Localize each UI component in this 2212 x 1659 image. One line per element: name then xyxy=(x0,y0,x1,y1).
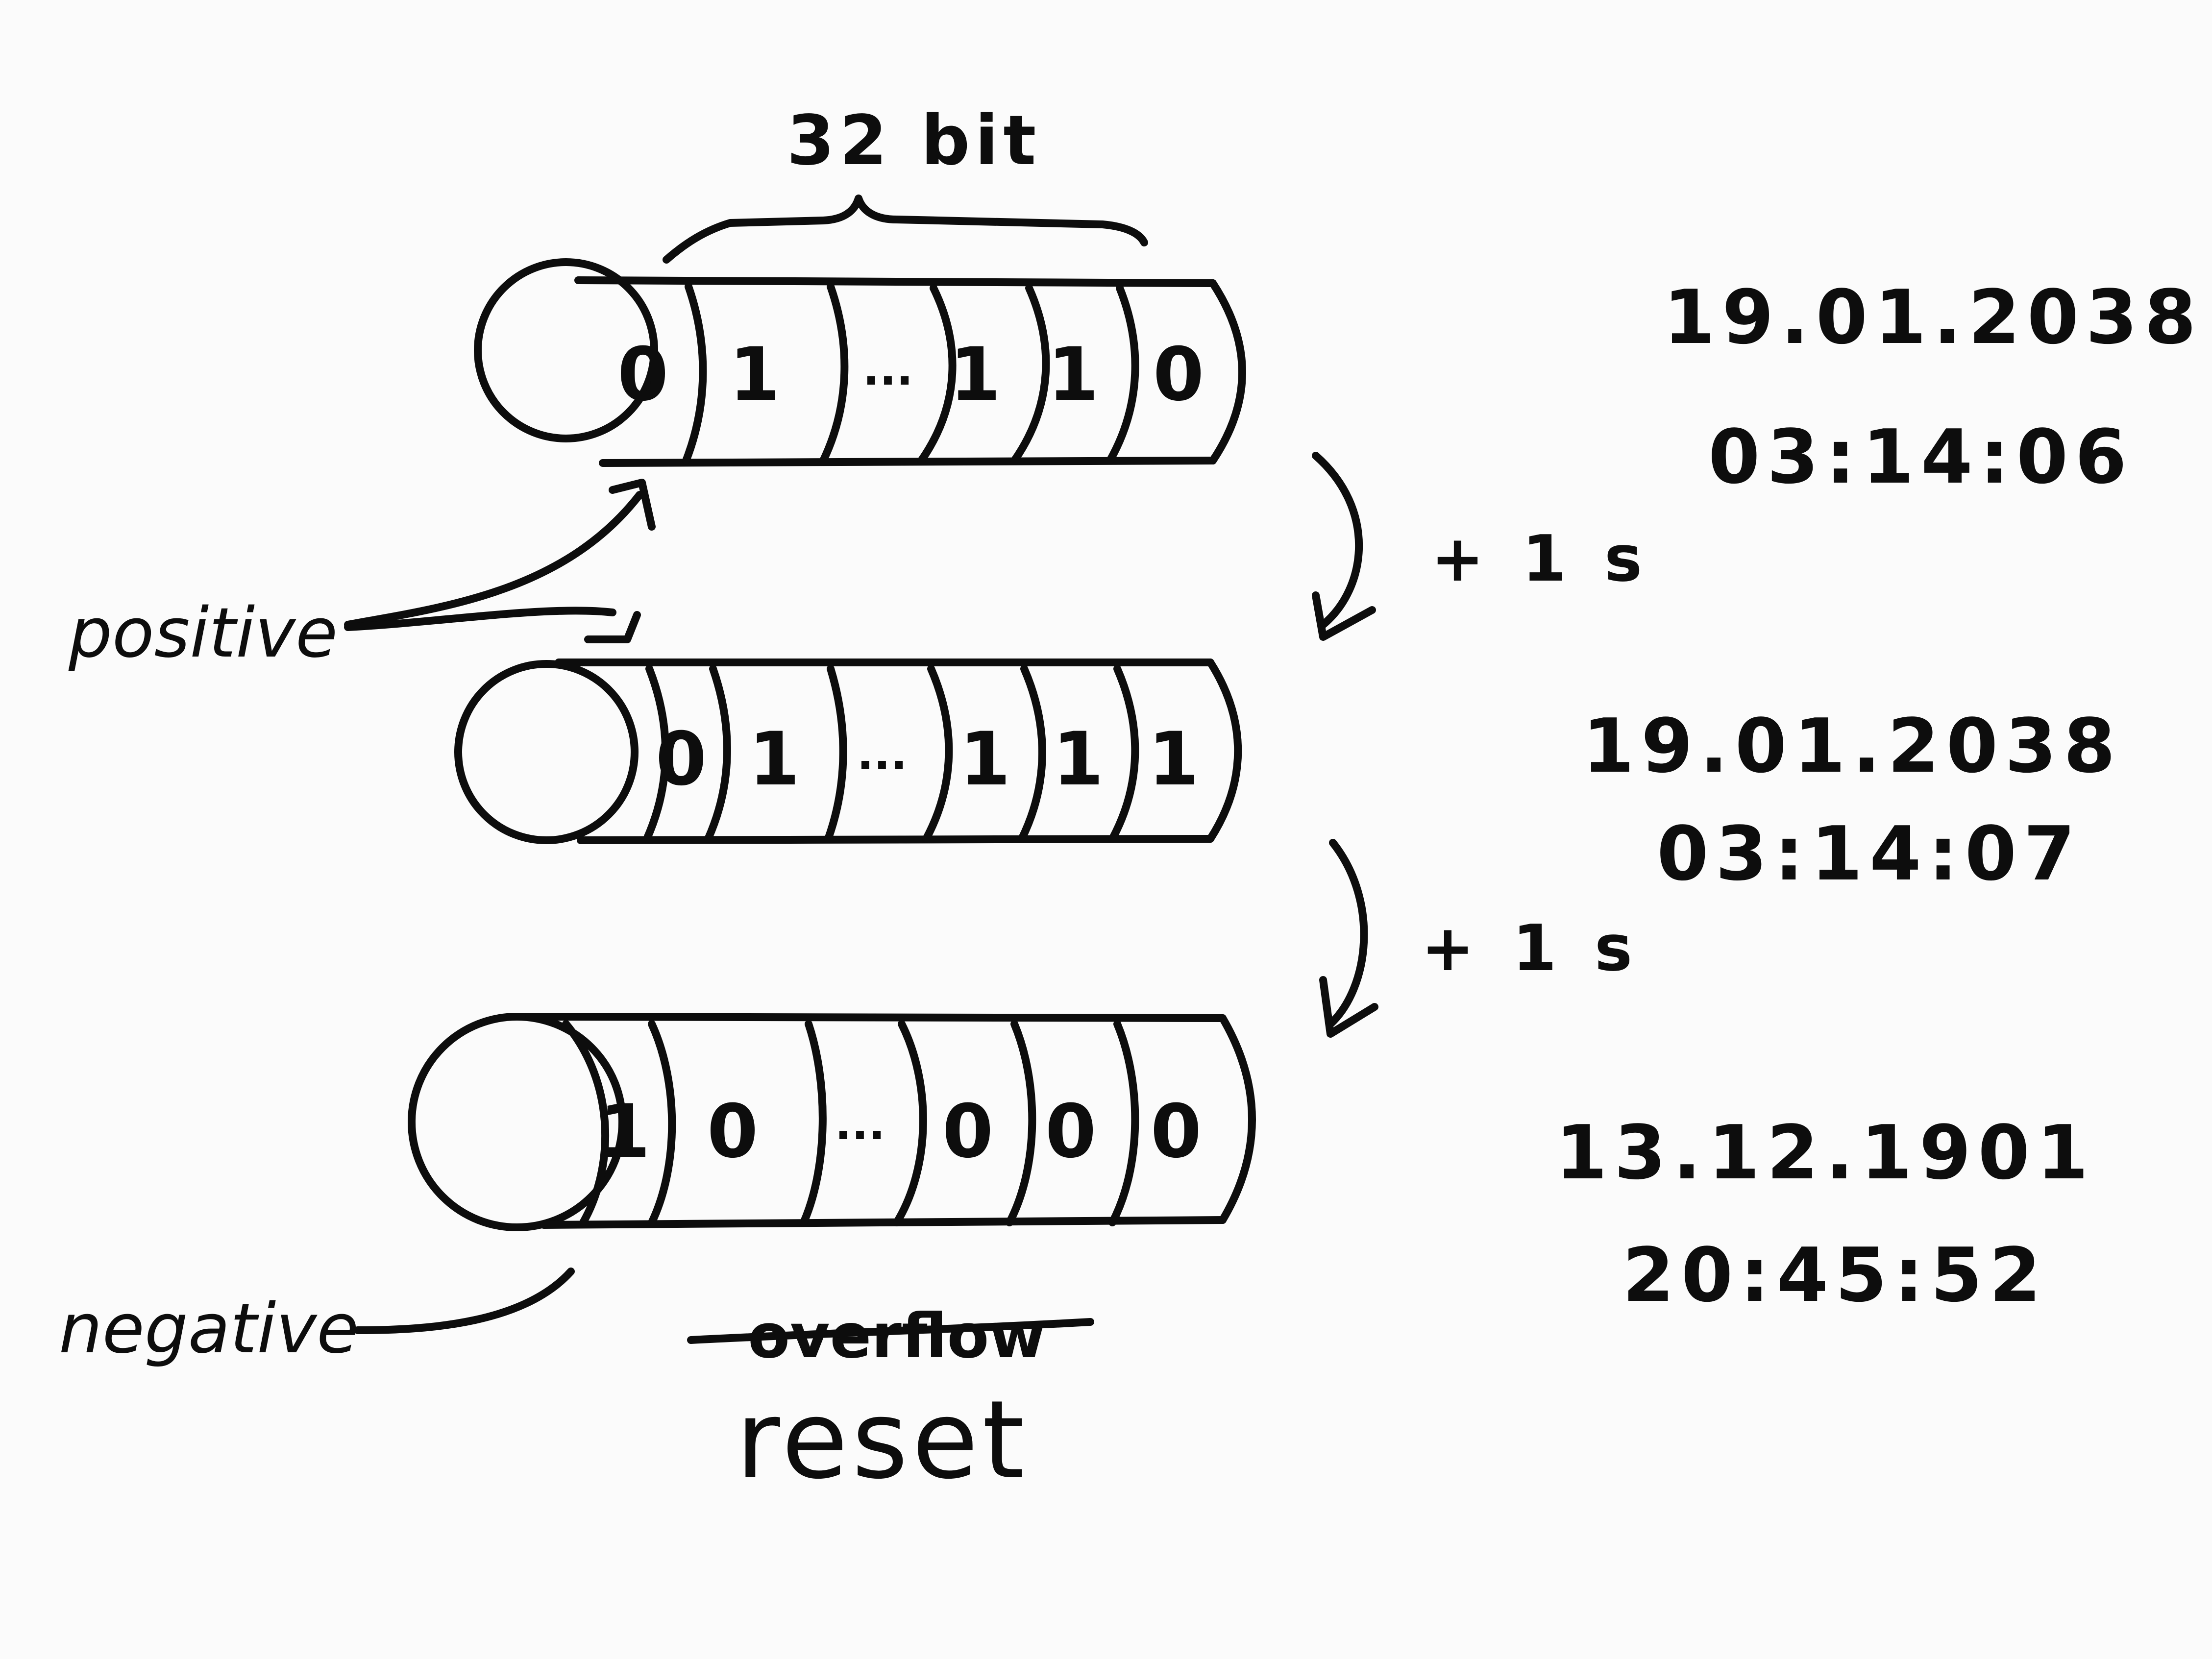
step-arrow-2 xyxy=(1319,839,1378,1038)
positive-label: positive xyxy=(68,593,338,673)
bit-cell: 1 xyxy=(950,332,1001,417)
bit-cell: 1 xyxy=(749,717,800,802)
time-stamp: 03:14:07 xyxy=(1657,810,2082,897)
bit-cell: 0 xyxy=(617,332,668,417)
bit-cell: 1 xyxy=(729,332,780,417)
bit-cell: 0 xyxy=(1153,332,1204,417)
bit-width-label: 32 bit xyxy=(787,101,1041,181)
step-arrow-1 xyxy=(1312,452,1376,641)
bit-ellipsis: ... xyxy=(835,1098,885,1150)
time-stamp: 20:45:52 xyxy=(1622,1232,2048,1318)
register-bottom: 1 0 ... 0 0 0 xyxy=(408,1013,1256,1231)
register-top: 0 1 ... 1 1 0 xyxy=(474,258,1246,467)
register-middle: 0 1 ... 1 1 1 xyxy=(454,659,1242,844)
step-label: + 1 s xyxy=(1421,911,1640,985)
bit-ellipsis: ... xyxy=(863,344,913,395)
negative-connector xyxy=(354,1268,575,1334)
time-stamp: 03:14:06 xyxy=(1708,414,2134,500)
bit-width-brace xyxy=(663,195,1148,264)
bit-cell: 1 xyxy=(1053,717,1104,802)
bit-cell: 1 xyxy=(599,1089,650,1174)
bit-cell: 0 xyxy=(656,717,707,802)
bit-cell: 0 xyxy=(707,1089,758,1174)
date-stamp: 13.12.1901 xyxy=(1555,1109,2095,1196)
bit-cell: 1 xyxy=(959,717,1010,802)
date-stamp: 19.01.2038 xyxy=(1582,703,2122,789)
bit-cell: 1 xyxy=(1148,717,1199,802)
bit-cell: 0 xyxy=(942,1089,993,1174)
bit-cell: 0 xyxy=(1045,1089,1096,1174)
step-label: + 1 s xyxy=(1431,521,1650,596)
positive-arrows xyxy=(344,479,656,643)
negative-label: negative xyxy=(59,1289,359,1369)
bit-cell: 0 xyxy=(1151,1089,1202,1174)
bit-cell: 1 xyxy=(1048,332,1099,417)
reset-label: reset xyxy=(736,1377,1028,1503)
date-stamp: 19.01.2038 xyxy=(1663,274,2203,361)
bit-ellipsis: ... xyxy=(857,729,908,780)
strikethrough-line xyxy=(687,1318,1094,1344)
